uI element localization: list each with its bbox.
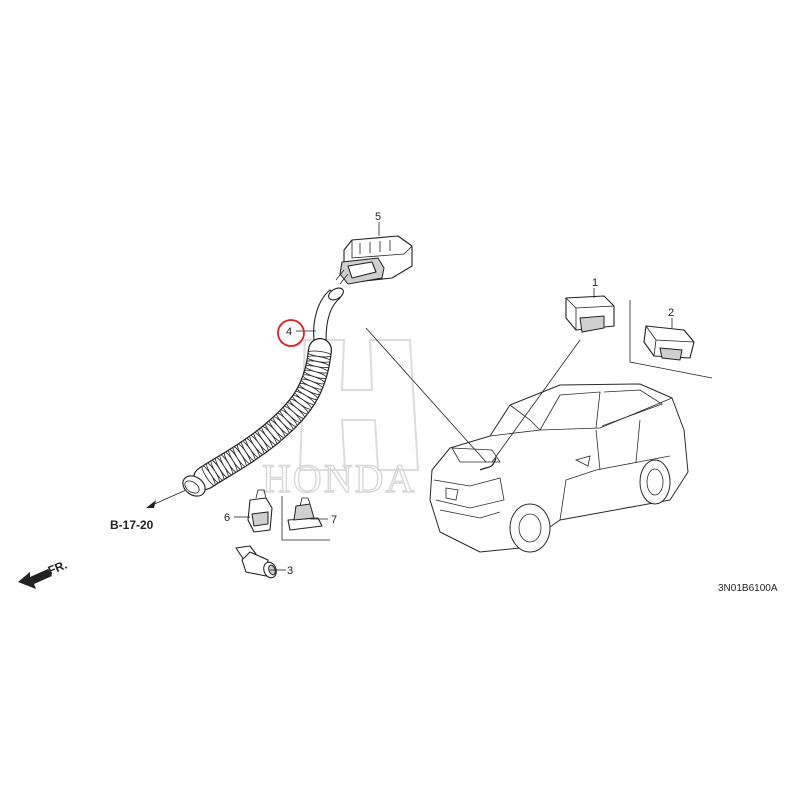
- hose-ribs: [201, 350, 332, 486]
- callout-7[interactable]: 7: [331, 514, 337, 526]
- part-6-clip[interactable]: [247, 489, 273, 533]
- part-7-clip[interactable]: [287, 497, 323, 531]
- leader-lines: [146, 222, 673, 571]
- parts-1-2-bracket: [629, 300, 713, 379]
- part-5-connector[interactable]: [335, 235, 413, 285]
- part-3-sensor[interactable]: [235, 545, 278, 580]
- part-2-cover[interactable]: [643, 325, 695, 361]
- callout-2[interactable]: 2: [668, 307, 674, 319]
- vehicle-illustration: [429, 383, 689, 553]
- reference-label[interactable]: B-17-20: [110, 518, 154, 532]
- watermark-text: HONDA: [262, 456, 416, 501]
- honda-watermark: HONDA: [261, 339, 420, 502]
- callout-1[interactable]: 1: [592, 277, 598, 289]
- part-4-hose[interactable]: [179, 286, 345, 501]
- drawing-code: 3N01B6100A: [718, 583, 778, 594]
- callout-3[interactable]: 3: [287, 565, 293, 577]
- highlight-circle: [277, 319, 305, 347]
- callout-6[interactable]: 6: [224, 512, 230, 524]
- part-1-clip[interactable]: [565, 295, 615, 333]
- hose-rib: [201, 465, 216, 486]
- parts-6-7-bracket: [281, 496, 330, 541]
- direction-label: FR.: [46, 558, 69, 578]
- callout-5[interactable]: 5: [375, 211, 381, 223]
- front-direction-arrow: FR.: [18, 558, 69, 589]
- callout-4[interactable]: 4: [286, 326, 292, 338]
